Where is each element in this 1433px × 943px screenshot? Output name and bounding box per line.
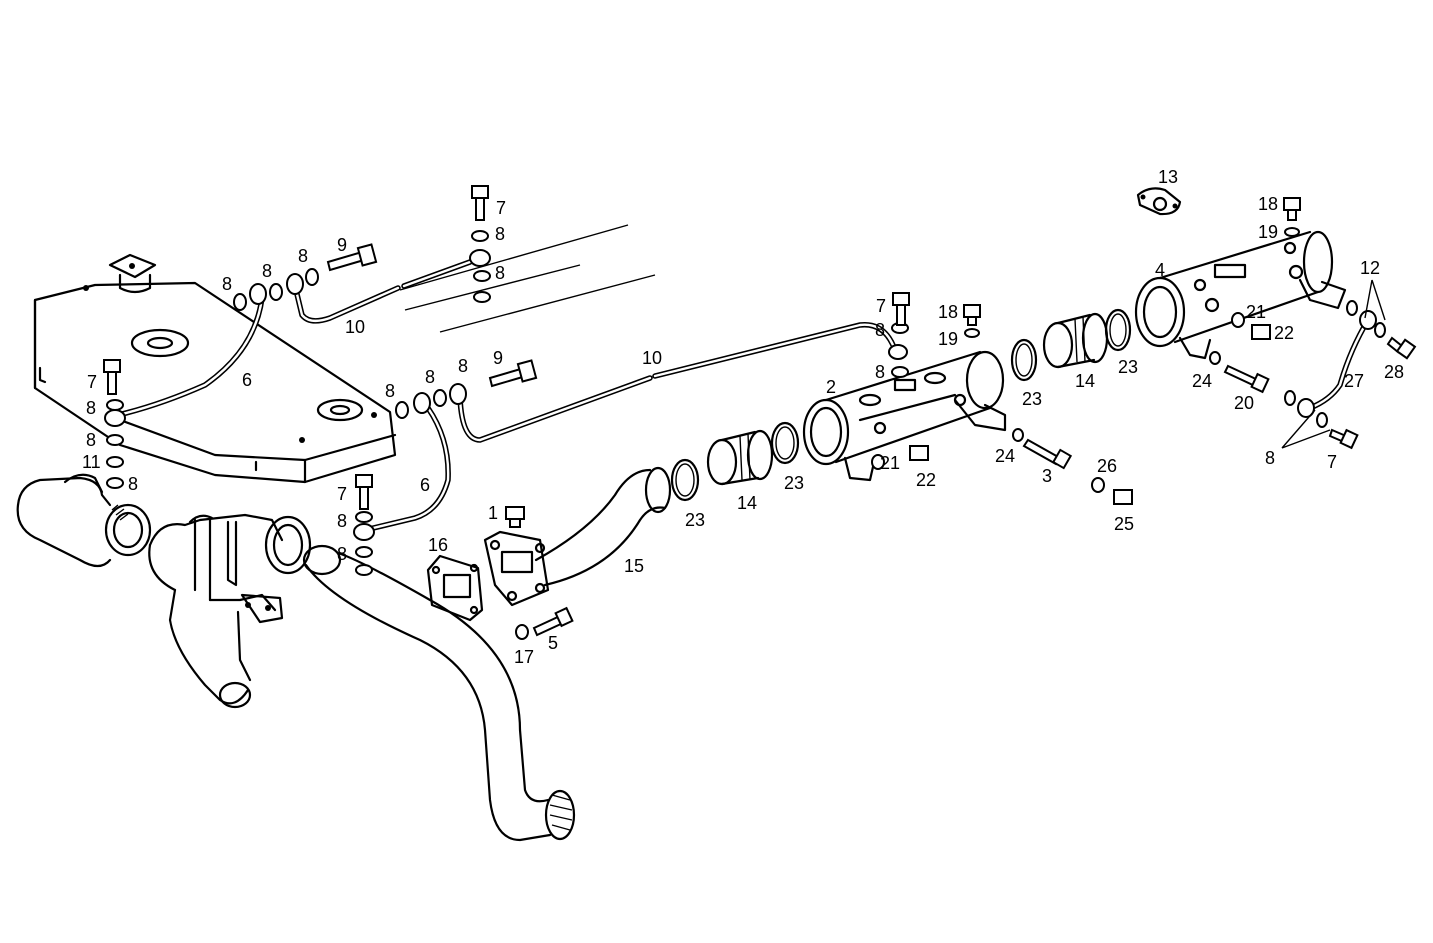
callout-8-d: 8 [495, 224, 505, 244]
callout-2: 2 [826, 377, 836, 397]
callout-23-a: 23 [685, 510, 705, 530]
callout-7-center: 7 [876, 296, 886, 316]
callout-26: 26 [1097, 456, 1117, 476]
callout-11: 11 [82, 452, 101, 472]
callout-7-top: 7 [496, 198, 506, 218]
guide-lines [399, 224, 656, 333]
callout-8-e: 8 [495, 263, 505, 283]
callout-18-center: 18 [938, 302, 958, 322]
tubes [115, 259, 1371, 533]
callout-14-right: 14 [1075, 371, 1095, 391]
callout-12: 12 [1360, 258, 1380, 278]
bent-pipe [483, 466, 672, 607]
callout-1: 1 [488, 503, 498, 523]
callout-6-housing: 6 [242, 370, 252, 390]
callout-8-k: 8 [458, 356, 468, 376]
callout-10-center: 10 [642, 348, 662, 368]
elbow-pipe [16, 473, 152, 568]
callout-21-right: 21 [1246, 302, 1266, 322]
callout-22-center: 22 [916, 470, 936, 490]
callout-24-center: 24 [995, 446, 1015, 466]
callout-23-b: 23 [784, 473, 804, 493]
gasket-13 [1136, 187, 1182, 216]
callout-5: 5 [548, 633, 558, 653]
callout-8-a: 8 [222, 274, 232, 294]
banjo-fittings [104, 249, 1377, 541]
callout-8-j: 8 [425, 367, 435, 387]
callout-17: 17 [514, 647, 534, 667]
callout-8-n: 8 [875, 320, 885, 340]
callout-9-center: 9 [493, 348, 503, 368]
callout-3: 3 [1042, 466, 1052, 486]
bracket-lines [1281, 279, 1386, 449]
callout-13: 13 [1158, 167, 1178, 187]
callout-8-h: 8 [128, 474, 138, 494]
coupling-14-right [1042, 312, 1109, 369]
callout-15: 15 [624, 556, 644, 576]
long-hose [302, 544, 576, 842]
callout-19-center: 19 [938, 329, 958, 349]
callout-18-right: 18 [1258, 194, 1278, 214]
callout-8-m: 8 [337, 544, 347, 564]
callout-9-top: 9 [337, 235, 347, 255]
callout-23-d: 23 [1118, 357, 1138, 377]
callout-27: 27 [1344, 371, 1364, 391]
manifold-2 [802, 350, 1007, 482]
callout-22-right: 22 [1274, 323, 1294, 343]
callout-8-f: 8 [86, 398, 96, 418]
bolts [103, 185, 1417, 637]
callout-7-left: 7 [87, 372, 97, 392]
callout-19-right: 19 [1258, 222, 1278, 242]
manifold-4 [1134, 230, 1347, 360]
gasket-16 [426, 554, 484, 622]
thermostat-housing [148, 513, 312, 709]
callout-8-p: 8 [1265, 448, 1275, 468]
callout-8-b: 8 [262, 261, 272, 281]
washers [106, 227, 1386, 640]
callout-8-g: 8 [86, 430, 96, 450]
callout-20: 20 [1234, 393, 1254, 413]
callout-25: 25 [1114, 514, 1134, 534]
housing [33, 253, 397, 484]
callout-4: 4 [1155, 260, 1165, 280]
o-rings [670, 308, 1132, 502]
callout-14-left: 14 [737, 493, 757, 513]
callout-7-lower-left: 7 [337, 484, 347, 504]
callout-8-c: 8 [298, 246, 308, 266]
callout-23-c: 23 [1022, 389, 1042, 409]
callout-24-right: 24 [1192, 371, 1212, 391]
callout-10-top: 10 [345, 317, 365, 337]
callout-labels: 1 2 3 4 5 6 6 7 7 7 7 7 8 8 8 8 8 8 8 8 … [82, 167, 1404, 667]
callout-21-center: 21 [880, 453, 900, 473]
callout-28: 28 [1384, 362, 1404, 382]
callout-7-right: 7 [1327, 452, 1337, 472]
callout-8-o: 8 [875, 362, 885, 382]
callout-8-l: 8 [337, 511, 347, 531]
coupling-14-left [706, 429, 774, 486]
callout-8-i: 8 [385, 381, 395, 401]
callout-16: 16 [428, 535, 448, 555]
callout-6-lower: 6 [420, 475, 430, 495]
